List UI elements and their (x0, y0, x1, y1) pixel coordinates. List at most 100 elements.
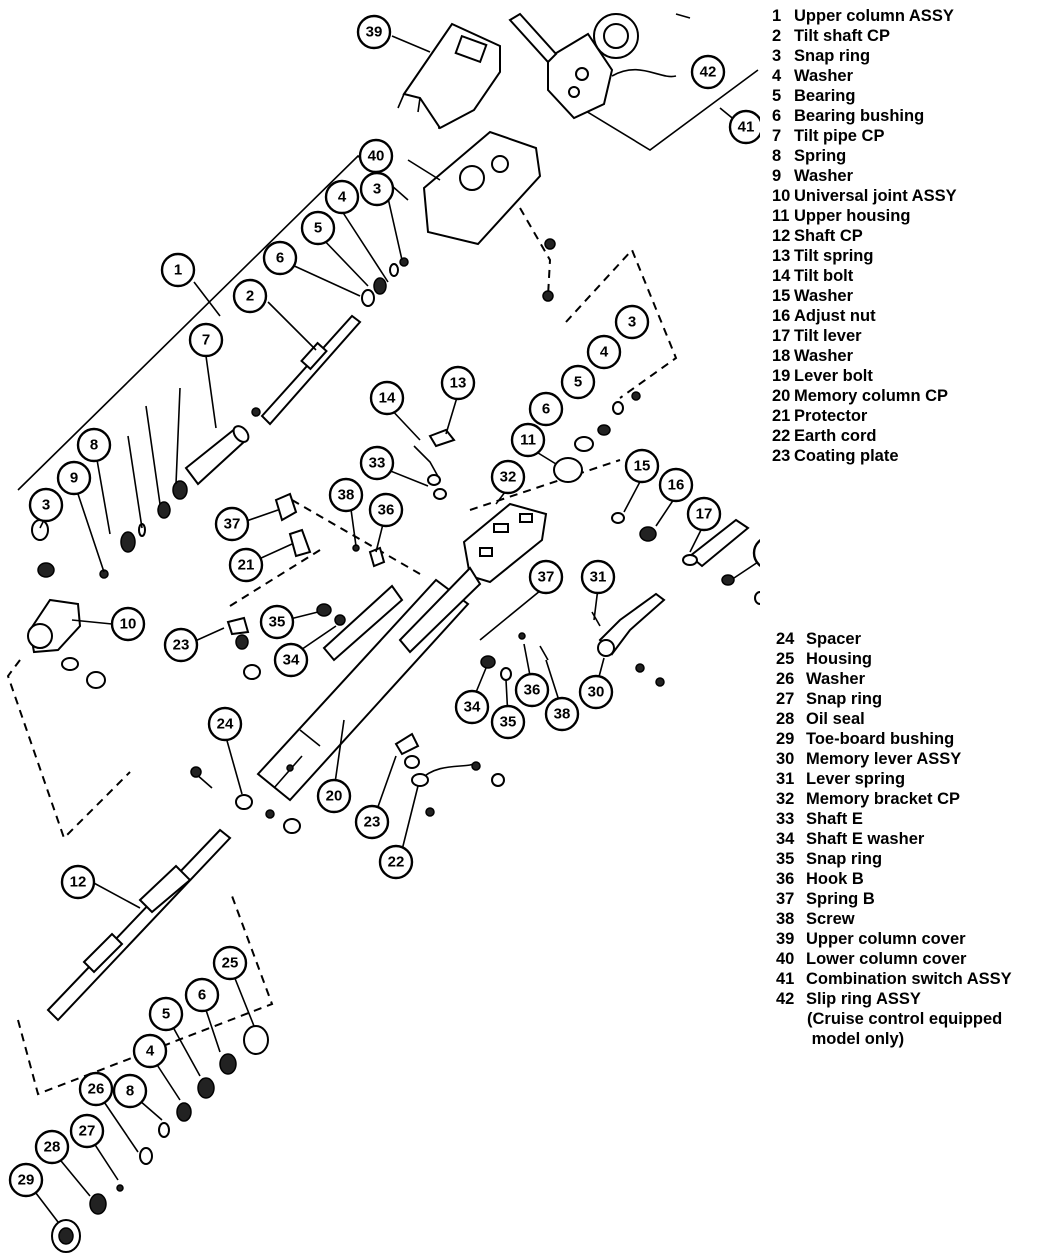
legend-item-name: Universal joint ASSY (794, 187, 957, 205)
upper-housing-group (553, 391, 760, 605)
callout-6-label: 6 (276, 250, 284, 267)
legend-item-name: Washer (794, 347, 853, 365)
legend-item-name: Housing (806, 650, 872, 668)
callout-20-label: 20 (326, 788, 343, 805)
legend-item-number: 28 (776, 710, 795, 728)
callout-15: 15 (624, 448, 660, 484)
legend-item-number: 36 (776, 870, 795, 888)
legend-item-number: 34 (776, 830, 795, 848)
callout-27: 27 (69, 1113, 105, 1149)
callout-34-lower: 34 (454, 689, 490, 725)
callout-16: 16 (658, 467, 694, 503)
legend-item-name: Upper column cover (806, 930, 966, 948)
legend-item-name: Bearing bushing (794, 107, 925, 125)
callout-34-label: 34 (283, 652, 300, 669)
callout-37-label: 37 (224, 516, 241, 533)
legend-item: 25 Housing (776, 649, 1012, 669)
callout-6-lower-label: 6 (198, 987, 206, 1004)
legend-item-number: 25 (776, 650, 795, 668)
callout-17-label: 17 (696, 506, 713, 523)
dashed-guide-left (6, 659, 131, 840)
legend-item-number: 7 (772, 127, 782, 145)
callout-27-label: 27 (79, 1123, 96, 1140)
legend-item-name: Tilt lever (794, 327, 862, 345)
callout-15-label: 15 (634, 458, 651, 475)
callout-36-label: 36 (378, 502, 395, 519)
callout-17: 17 (686, 496, 722, 532)
legend-item: 28 Oil seal (776, 709, 1012, 729)
callout-8-label: 8 (90, 437, 98, 454)
callout-13-label: 13 (450, 375, 467, 392)
tilt-pipe (184, 425, 250, 486)
callout-36-lower-label: 36 (524, 682, 541, 699)
callout-39: 39 (356, 14, 392, 50)
callout-14: 14 (369, 380, 405, 416)
leader-lines (25, 35, 760, 1223)
legend-item-name: Shaft E washer (806, 830, 925, 848)
callout-3-label: 3 (373, 181, 381, 198)
shaft-cp (46, 828, 232, 1022)
legend-item-name: Oil seal (806, 710, 865, 728)
legend-item-number: 6 (772, 107, 782, 125)
legend-item-number: 17 (772, 327, 791, 345)
legend-item-number: 40 (776, 950, 795, 968)
legend-item-name: Tilt bolt (794, 267, 854, 285)
legend-item-name: Shaft E (806, 810, 863, 828)
callout-36: 36 (368, 492, 404, 528)
callout-4-lower-label: 4 (146, 1043, 155, 1060)
legend-item-name: Snap ring (794, 47, 871, 65)
legend-item-name: Combination switch ASSY (806, 970, 1012, 988)
legend-item-number: 33 (776, 810, 795, 828)
dashed-guide-center (229, 459, 621, 607)
legend-note-line: (Cruise control equipped (807, 1010, 1003, 1028)
legend-item-number: 31 (776, 770, 795, 788)
callout-3-lower: 3 (28, 487, 64, 523)
callout-37: 37 (214, 506, 250, 542)
legend-item-name: Washer (794, 167, 853, 185)
callout-40-label: 40 (368, 148, 385, 165)
callout-24-label: 24 (217, 716, 234, 733)
legend-item-number: 8 (772, 147, 782, 165)
callout-3-right: 3 (614, 304, 650, 340)
callout-33-label: 33 (369, 455, 386, 472)
callout-1-label: 1 (174, 262, 182, 279)
callout-36-lower: 36 (514, 672, 550, 708)
legend-item-name: Upper housing (794, 207, 911, 225)
callout-22: 22 (378, 844, 414, 880)
callout-2-label: 2 (246, 288, 254, 305)
callout-8-lower-label: 8 (126, 1083, 134, 1100)
exploded-steering-column-diagram: 39 40 41 42 1 2 3 4 5 6 7 8 9 3 10 3 4 5… (6, 12, 760, 1253)
callout-9: 9 (56, 460, 92, 496)
universal-joint (27, 598, 106, 689)
callout-3: 3 (359, 171, 395, 207)
callout-24: 24 (207, 706, 243, 742)
callout-4-label: 4 (338, 189, 347, 206)
legend-item-name: Protector (794, 407, 868, 425)
callout-4-lower: 4 (132, 1033, 168, 1069)
callout-10: 10 (110, 606, 146, 642)
lower-parts (51, 1025, 269, 1253)
callout-21: 21 (228, 547, 264, 583)
legend-item-name: Bearing (794, 87, 856, 105)
callout-35: 35 (259, 604, 295, 640)
legend-item-name: Washer (794, 287, 853, 305)
tilt-shaft (251, 314, 362, 426)
